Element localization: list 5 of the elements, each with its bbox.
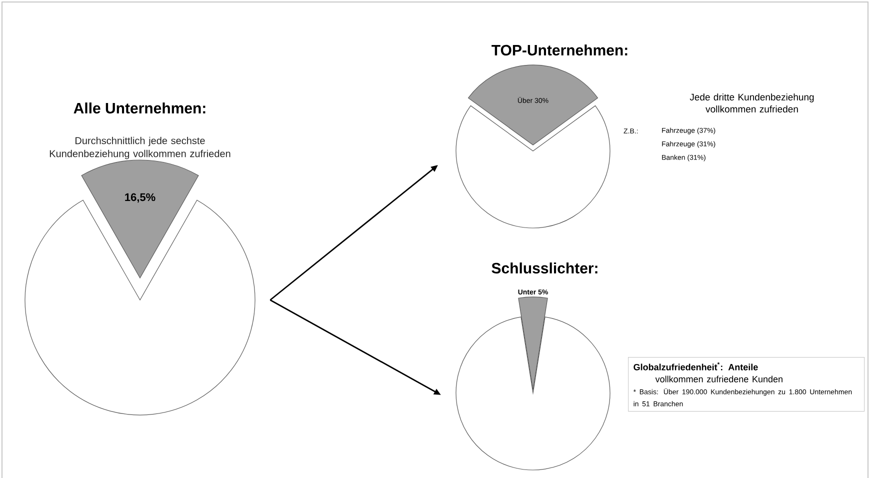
heading: Alle Unternehmen: — [74, 102, 206, 114]
heading: TOP-Unternehmen: — [492, 44, 628, 56]
note: Jede dritte Kundenbeziehung vollkommen zufrieden — [690, 94, 814, 112]
subtitle: Durchschnittlich jede sechste Kundenbeziehung vollkommen zufrieden — [50, 136, 230, 160]
heading: Schlusslichter: — [492, 262, 598, 274]
